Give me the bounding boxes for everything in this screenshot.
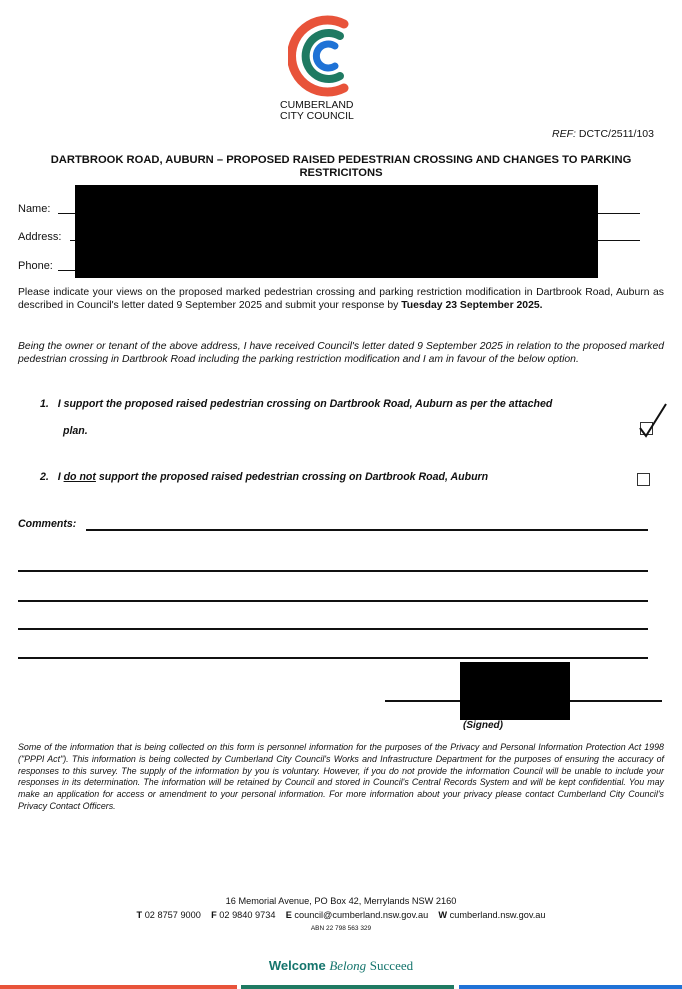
slogan-welcome: Welcome <box>268 958 326 973</box>
signed-label: (Signed) <box>463 720 503 731</box>
comment-line[interactable] <box>86 529 648 531</box>
intro-paragraph: Please indicate your views on the propos… <box>18 286 664 313</box>
option-number: 1. <box>40 398 49 410</box>
statement: Being the owner or tenant of the above a… <box>18 341 664 366</box>
comment-line[interactable] <box>18 657 648 659</box>
page-title: DARTBROOK ROAD, AUBURN – PROPOSED RAISED… <box>50 154 632 179</box>
ref-value: DCTC/2511/103 <box>578 128 654 140</box>
comments-label: Comments: <box>18 518 77 530</box>
redaction-block <box>75 185 598 278</box>
phone: 02 8757 9000 <box>144 910 201 920</box>
fax-label: F <box>211 910 217 920</box>
fax: 02 9840 9734 <box>219 910 276 920</box>
comment-line[interactable] <box>18 600 648 602</box>
address-label: Address: <box>18 231 62 243</box>
option-2-checkbox[interactable] <box>637 473 650 486</box>
footer-contacts: T 02 8757 9000 F 02 9840 9734 E council@… <box>0 910 682 920</box>
email-label: E <box>285 910 292 920</box>
phone-field[interactable] <box>58 270 78 271</box>
option-text: plan. <box>63 425 88 437</box>
phone-label: Phone: <box>18 260 53 272</box>
logo-line: CITY COUNCIL <box>280 110 354 122</box>
checkmark-icon <box>639 403 667 438</box>
abn: ABN 22 798 563 329 <box>310 925 372 932</box>
option-text: I support the proposed raised pedestrian… <box>57 398 553 410</box>
ref-label: REF: <box>552 128 576 140</box>
option-emphasis: do not <box>63 471 96 483</box>
option-2: 2. I do not support the proposed raised … <box>40 471 488 483</box>
slogan: Welcome Belong Succeed <box>0 958 682 974</box>
comment-line[interactable] <box>18 570 648 572</box>
comment-line[interactable] <box>18 628 648 630</box>
slogan-belong: Belong <box>329 958 367 973</box>
reference: REF: DCTC/2511/103 <box>552 128 654 140</box>
option-text: support the proposed raised pedestrian c… <box>95 471 489 483</box>
option-number: 2. <box>40 471 49 483</box>
deadline: Tuesday 23 September 2025. <box>401 300 543 312</box>
logo-line: CUMBERLAND <box>280 99 354 111</box>
intro-text: Please indicate your views on the propos… <box>18 287 664 312</box>
email-link[interactable]: council@cumberland.nsw.gov.au <box>294 910 429 920</box>
footer-address: 16 Memorial Avenue, PO Box 42, Merryland… <box>225 896 457 906</box>
name-label: Name: <box>18 203 51 215</box>
footer-bar-blue <box>459 985 682 989</box>
footer-bar-green <box>241 985 454 989</box>
web-label: W <box>438 910 448 920</box>
footer-bar-red <box>0 985 237 989</box>
slogan-succeed: Succeed <box>369 958 414 973</box>
option-text: I <box>57 471 64 483</box>
web-link[interactable]: cumberland.nsw.gov.au <box>449 910 546 920</box>
option-1: 1. I support the proposed raised pedestr… <box>40 398 552 410</box>
phone-label: T <box>136 910 143 920</box>
privacy-notice: Some of the information that is being co… <box>18 742 664 811</box>
signature-redaction <box>460 662 570 720</box>
council-logo <box>288 15 349 97</box>
